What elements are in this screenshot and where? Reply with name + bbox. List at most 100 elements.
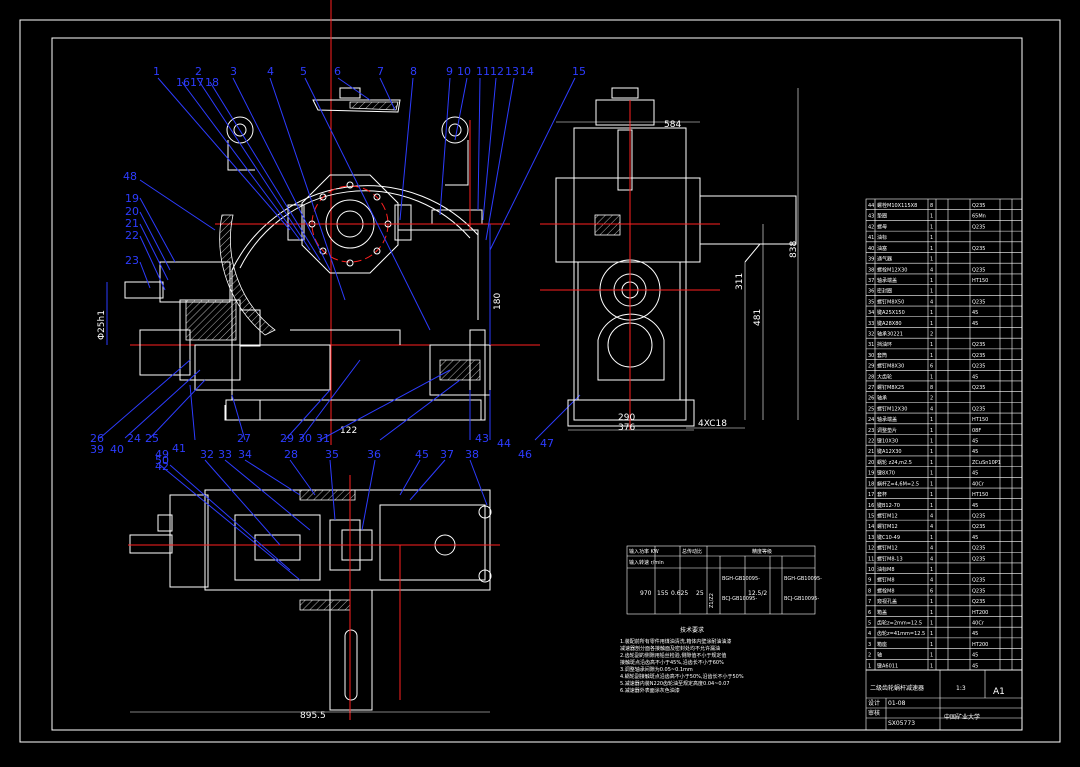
parts-row-index: 29: [868, 364, 874, 370]
parts-row-index: 37: [868, 278, 874, 284]
balloon-39: 39: [90, 443, 104, 456]
balloon-41: 41: [172, 442, 186, 455]
parts-row-material: 45: [972, 631, 978, 637]
designer-label: 设计: [868, 699, 880, 707]
parts-row-name: 键C10-49: [877, 534, 900, 541]
parts-row-material: Q235: [972, 246, 985, 252]
parts-row-name: 键A12X30: [877, 448, 902, 455]
parts-row-name: 箱盖: [877, 609, 887, 616]
parts-row-material: ZCuSn10P1: [972, 460, 1001, 466]
parts-row-name: 油标: [877, 234, 887, 241]
parts-row-material: Q235: [972, 364, 985, 370]
parts-row-name: 轴: [877, 652, 882, 659]
parts-row-name: 窥视孔盖: [877, 598, 897, 605]
spec-pair1: Z1/Z2: [709, 593, 715, 608]
spec-ratio: 0.625: [671, 590, 688, 597]
spec-gear2: BCJ-GB10095-: [722, 596, 757, 602]
balloon-6: 6: [334, 65, 341, 78]
parts-row-material: Q235: [972, 342, 985, 348]
parts-row-index: 1: [868, 663, 871, 669]
parts-row-material: Q235: [972, 524, 985, 530]
balloon-46: 46: [518, 448, 532, 461]
parts-row-material: Q235: [972, 267, 985, 273]
parts-row-index: 31: [868, 342, 874, 348]
balloon-34: 34: [238, 448, 252, 461]
parts-row-name: 键10X30: [877, 438, 898, 445]
parts-row-qty: 2: [930, 396, 933, 402]
tech-requirements: 技术要求 1.装配前所有零件用煤油清洗,箱体内壁涂耐油油漆 减速器剖分面各接触面…: [620, 626, 744, 694]
parts-row-material: Q235: [972, 578, 985, 584]
parts-row-qty: 1: [930, 621, 933, 627]
spec-gear1-b: BGH-GB10095-: [784, 576, 822, 582]
dim-side-height: 838: [789, 241, 799, 258]
spec-gear2-b: BCJ-GB10095-: [784, 596, 819, 602]
balloon-38: 38: [465, 448, 479, 461]
parts-row-name: 轴承: [877, 395, 887, 402]
parts-row-qty: 1: [930, 663, 933, 669]
parts-row-material: HT150: [972, 492, 988, 498]
parts-row-qty: 1: [930, 321, 933, 327]
balloon-47: 47: [540, 437, 554, 450]
spec-header-ratio: 总传动比: [682, 548, 702, 555]
balloon-22: 22: [125, 229, 139, 242]
parts-row-qty: 1: [930, 653, 933, 659]
parts-row-index: 15: [868, 513, 874, 519]
parts-row-name: 螺钉M8-13: [877, 555, 903, 562]
tech-line-5: 3.调整轴承间隙为0.05~0.1mm: [620, 666, 693, 673]
tech-line-6: 4.蜗轮副接触斑点沿齿高不小于50%,沿齿长不小于50%: [620, 673, 744, 680]
parts-row-material: 65Mn: [972, 214, 986, 220]
dim-side-bottom-a: 290: [618, 413, 635, 423]
parts-row-name: 螺栓M10X115X8: [877, 202, 917, 209]
parts-row-index: 11: [868, 556, 874, 562]
balloon-48: 48: [123, 170, 137, 183]
parts-row-qty: 1: [930, 224, 933, 230]
parts-row-index: 2: [868, 653, 871, 659]
parts-row-qty: 1: [930, 342, 933, 348]
parts-row-name: 螺钉M8X30: [877, 363, 904, 370]
parts-row-index: 18: [868, 481, 874, 487]
balloon-24: 24: [127, 432, 141, 445]
balloon-3: 3: [230, 65, 237, 78]
parts-row-qty: 1: [930, 642, 933, 648]
parts-row-name: 螺母: [877, 223, 887, 230]
parts-row-qty: 1: [930, 439, 933, 445]
parts-row-name: 油塞: [877, 245, 887, 252]
parts-row-qty: 4: [930, 513, 933, 519]
balloon-26: 26: [90, 432, 104, 445]
parts-row-qty: 2: [930, 331, 933, 337]
balloon-14: 14: [520, 65, 534, 78]
parts-row-name: 密封圈: [877, 288, 892, 295]
tech-line-8: 6.减速器外表面涂灰色油漆: [620, 687, 680, 694]
parts-row-name: 齿轮z=41mm=12.5: [877, 630, 925, 637]
parts-row-qty: 1: [930, 289, 933, 295]
parts-row-qty: 1: [930, 449, 933, 455]
parts-row-name: 螺栓M12X30: [877, 266, 907, 273]
balloon-17: 17: [190, 76, 204, 89]
parts-row-index: 28: [868, 374, 874, 380]
dim-plan-length: 895.5: [300, 711, 326, 721]
parts-row-material: 45: [972, 321, 978, 327]
parts-row-qty: 4: [930, 299, 933, 305]
designer-no: 01-08: [888, 700, 906, 707]
parts-row-name: 螺钉M12: [877, 523, 898, 530]
parts-row-qty: 1: [930, 503, 933, 509]
parts-row-index: 27: [868, 385, 874, 391]
parts-row-name: 轴承端盖: [877, 416, 897, 423]
parts-row-index: 34: [868, 310, 874, 316]
dim-front-base: 122: [340, 426, 357, 436]
tech-line-3: 2.齿轮副的侧隙用铅丝检验,侧隙值不小于规定值: [620, 652, 726, 659]
parts-row-index: 17: [868, 492, 874, 498]
balloon-13: 13: [505, 65, 519, 78]
tech-line-2: 减速器剖分面各接触面及密封处均不允许漏油: [620, 645, 720, 652]
parts-row-qty: 1: [930, 610, 933, 616]
dim-side-bolts: 4XC18: [698, 419, 727, 429]
parts-row-name: 螺钉M12: [877, 512, 898, 519]
parts-row-index: 7: [868, 599, 871, 605]
parts-row-index: 33: [868, 321, 874, 327]
balloon-31: 31: [316, 432, 330, 445]
parts-row-material: HT200: [972, 610, 988, 616]
balloon-4: 4: [267, 65, 274, 78]
balloon-49: 49: [155, 448, 169, 461]
